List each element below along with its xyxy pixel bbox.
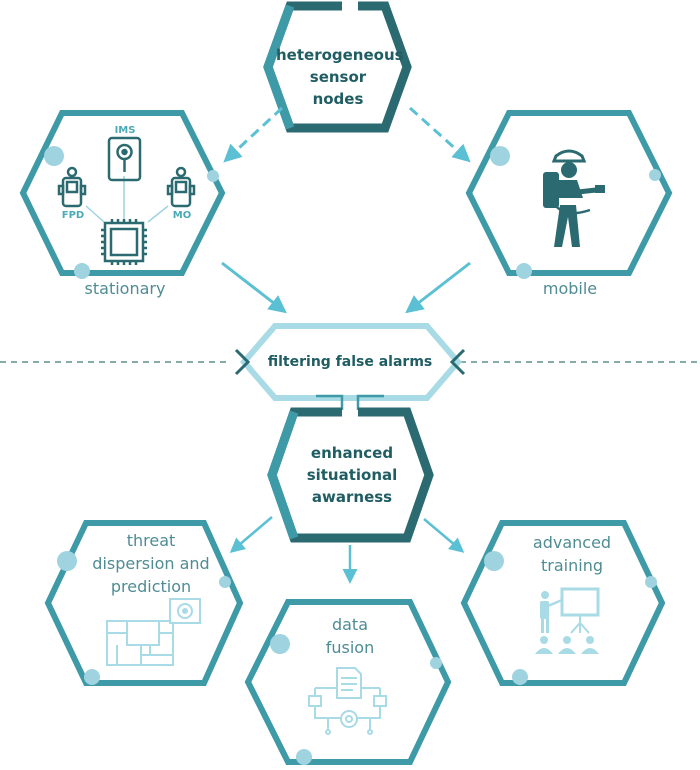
ims-label: IMS: [114, 125, 136, 136]
fpd-label: FPD: [61, 210, 85, 221]
label-line: fusion: [325, 638, 375, 657]
hexagon-dot: [57, 551, 77, 571]
label-line: threat: [126, 531, 176, 550]
label-line: nodes: [312, 90, 364, 108]
heterogeneous-label: heterogeneous sensor nodes: [276, 44, 404, 110]
label-line: situational: [306, 466, 398, 484]
threat-dispersion-hexagon: [44, 520, 244, 686]
training-label: advanced training: [517, 531, 627, 577]
mobile-hexagon: [465, 110, 673, 279]
hexagon-dot: [74, 263, 90, 279]
label-line: data: [331, 615, 369, 634]
filtering-label: filtering false alarms: [267, 354, 433, 370]
label-line: training: [541, 556, 603, 575]
dashed-arrows-top: [223, 106, 471, 163]
heterogeneous-sensor-nodes-hexagon: [263, 1, 412, 133]
hexagon-dot: [516, 263, 532, 279]
arrows-from-situational: [229, 516, 465, 584]
connector-bracket: [316, 394, 384, 410]
mobile-label: mobile: [542, 279, 598, 298]
mo-label: MO: [172, 210, 192, 221]
situational-awareness-hexagon: [267, 407, 434, 543]
hexagon-dot: [430, 657, 442, 669]
stationary-hexagon: [19, 110, 226, 279]
label-line: sensor: [309, 68, 367, 86]
mo-sensor-icon: [166, 166, 196, 208]
advanced-training-hexagon: [460, 520, 666, 686]
label-line: awarness: [311, 488, 393, 506]
hexagon-dot: [484, 551, 504, 571]
label-line: advanced: [532, 533, 612, 552]
teacher-board-icon: [535, 587, 600, 654]
hexagon-dot: [296, 749, 312, 765]
filtering-false-alarms-shape: [234, 323, 466, 401]
processor-chip-icon: [101, 219, 147, 265]
label-line: prediction: [110, 577, 192, 596]
label-line: enhanced: [310, 444, 394, 462]
label-line: heterogeneous: [276, 46, 404, 64]
hexagon-dot: [490, 146, 510, 166]
hexagon-dot: [207, 170, 219, 182]
data-fusion-label: data fusion: [300, 613, 400, 659]
hexagon-dot: [219, 576, 231, 588]
solid-arrows-to-filter: [221, 261, 471, 314]
data-fusion-hexagon: [244, 599, 452, 765]
hexagon-dot: [44, 146, 64, 166]
hexagon-dot: [512, 669, 528, 685]
stationary-label: stationary: [84, 279, 166, 298]
document-gear-icon: [308, 667, 387, 735]
sensor-connection-lines: [85, 176, 169, 223]
hexagon-dot: [270, 634, 290, 654]
situational-label: enhanced situational awarness: [290, 442, 414, 508]
hexagon-dot: [84, 669, 100, 685]
city-map-icon: [106, 598, 201, 666]
hexagon-dot: [649, 169, 661, 181]
label-line: dispersion and: [92, 554, 210, 573]
threat-label: threat dispersion and prediction: [76, 529, 226, 598]
hexagon-dot: [645, 576, 657, 588]
firefighter-icon: [543, 149, 605, 247]
fpd-sensor-icon: [57, 166, 87, 208]
ims-sensor-icon: [107, 136, 142, 182]
